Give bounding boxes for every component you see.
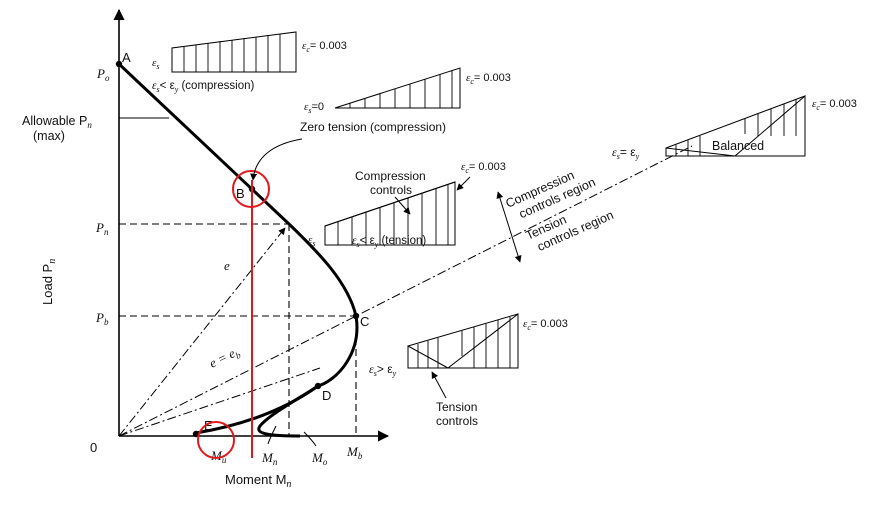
strain-diagram-5-hatch xyxy=(417,317,511,368)
d4-title-1: Compression xyxy=(355,169,426,183)
d2-caption: Zero tension (compression) xyxy=(300,120,446,134)
d2-ec-label: εc= 0.003 xyxy=(466,72,511,86)
point-c-marker xyxy=(352,312,360,320)
point-e-label: E xyxy=(204,418,213,433)
d3-condition-label: εs= εy xyxy=(612,145,640,161)
d4-es-left-label: εs xyxy=(308,234,315,248)
d4-condition-label: εs< εy (tension) xyxy=(352,235,426,249)
d5-pointer xyxy=(431,371,447,399)
strain-diagram-2 xyxy=(334,67,461,109)
small-eccentricity-line xyxy=(118,367,321,437)
point-b-label: B xyxy=(236,186,245,201)
d5-title-2: controls xyxy=(436,414,478,428)
eb-label: e = eb xyxy=(207,343,243,372)
mb-tick-label: Mb xyxy=(346,444,363,461)
d1-es-label: εs xyxy=(152,57,159,71)
strain-diagram-3-hatch xyxy=(675,99,797,156)
point-c-label: C xyxy=(360,314,369,329)
d1-ec-label: εc= 0.003 xyxy=(302,40,347,54)
point-a-marker xyxy=(115,60,123,68)
e-label: e xyxy=(224,258,230,273)
d1-condition-label: εs< εy (compression) xyxy=(152,80,254,94)
strain-diagram-3 xyxy=(665,94,806,157)
interaction-curve xyxy=(117,62,359,438)
d2-es-label: εs=0 xyxy=(304,101,324,115)
mu-tick-label: Mu xyxy=(210,448,227,465)
compression-region-label: Compressioncontrols region xyxy=(504,161,598,224)
interaction-curve-tail xyxy=(195,384,319,435)
red-circle-b xyxy=(232,170,270,208)
strain-diagram-2-hatch xyxy=(349,70,453,108)
pointer-arrow-to-b xyxy=(250,138,303,181)
d4-title-2: controls xyxy=(370,183,412,197)
d4-ec-label: εc= 0.003 xyxy=(461,161,506,175)
pn-tick-label: Pn xyxy=(95,220,109,237)
mn-pointer xyxy=(267,425,277,445)
d3-ec-label: εc= 0.003 xyxy=(812,98,857,112)
region-divider-arrow xyxy=(496,191,522,263)
strain-diagram-1 xyxy=(171,31,297,73)
d5-title-1: Tension xyxy=(436,400,477,414)
point-a-label: A xyxy=(122,50,131,65)
y-axis-label: Load Pn xyxy=(40,259,58,305)
mn-tick-label: Mn xyxy=(261,450,278,467)
eccentricity-line-e xyxy=(118,227,286,437)
d4-pointer xyxy=(394,196,411,215)
point-d-marker xyxy=(314,382,322,390)
d4-ec-pointer xyxy=(456,176,471,191)
allowable-pn-label: Allowable Pn xyxy=(22,114,92,130)
mo-tick-label: Mo xyxy=(311,450,328,467)
d3-balanced-label: Balanced xyxy=(712,139,764,153)
strain-diagram-4-hatch xyxy=(337,185,449,245)
d5-ec-label: εc= 0.003 xyxy=(523,318,568,332)
point-d-label: D xyxy=(322,388,331,403)
strain-diagram-4 xyxy=(324,181,456,246)
origin-label: 0 xyxy=(90,440,97,455)
allowable-max-label: (max) xyxy=(33,129,65,143)
x-axis-label: Moment Mn xyxy=(225,472,291,490)
red-circle-e xyxy=(197,421,235,459)
balanced-line xyxy=(118,145,693,437)
pb-tick-label: Pb xyxy=(95,310,109,327)
po-tick-label: Po xyxy=(96,66,110,83)
strain-diagram-5 xyxy=(407,312,519,369)
d5-condition-label: εs> εy xyxy=(369,362,397,378)
mo-pointer xyxy=(303,431,317,447)
strain-diagram-1-hatch xyxy=(183,34,281,72)
